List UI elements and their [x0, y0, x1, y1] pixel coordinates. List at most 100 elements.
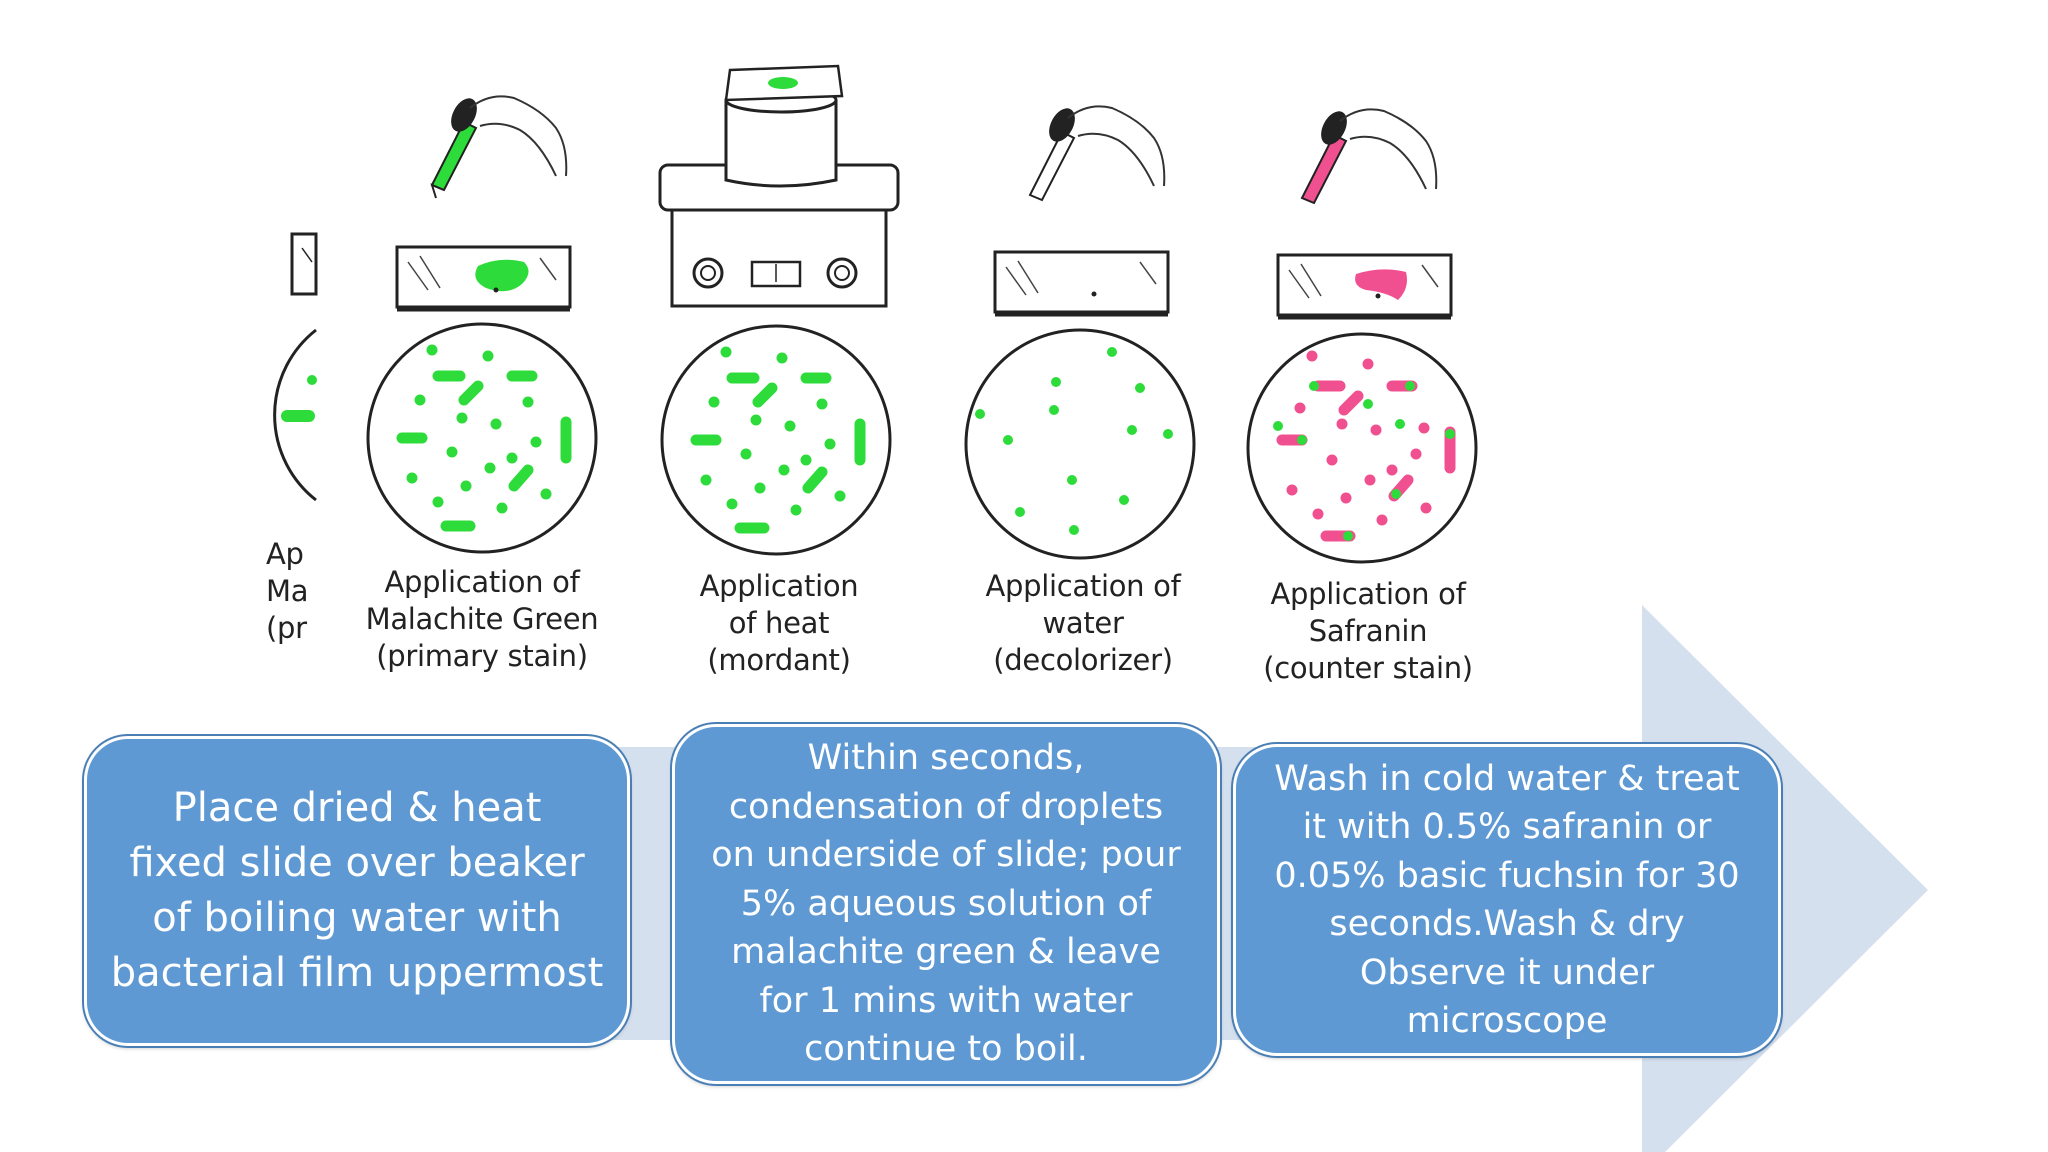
slide-3 — [993, 250, 1170, 317]
dropper-pink — [1300, 108, 1438, 205]
caption-line: (primary stain) — [376, 639, 588, 673]
spore-dot — [1297, 435, 1307, 445]
procedure-box-heat-fix: Place dried & heat fixed slide over beak… — [84, 736, 630, 1046]
spore-dot — [824, 438, 836, 450]
cells-field-1 — [396, 344, 572, 532]
step-caption-water: Application of water (decolorizer) — [972, 568, 1194, 679]
spore-dot — [1051, 377, 1061, 387]
spore-dot — [1405, 381, 1415, 391]
spore-dot — [726, 498, 738, 510]
box-line: of boiling water with — [152, 895, 562, 941]
box-line: microscope — [1406, 1001, 1608, 1041]
spore-dot — [1445, 429, 1455, 439]
cells-field-4 — [1273, 350, 1456, 542]
spore-dot — [540, 488, 552, 500]
spore-dot — [414, 394, 426, 406]
spore-dot — [800, 454, 812, 466]
caption-line: (counter stain) — [1263, 651, 1473, 685]
micro-field-2 — [660, 324, 892, 556]
spore-dot — [1127, 425, 1137, 435]
slide-1 — [395, 245, 572, 312]
spore-dot — [426, 344, 438, 356]
box-line: it with 0.5% safranin or — [1302, 807, 1712, 847]
spore-dot — [816, 398, 828, 410]
spore-dot — [432, 496, 444, 508]
spore-dot — [1364, 474, 1376, 486]
spore-dot — [1003, 435, 1013, 445]
bacillus-rod — [458, 380, 484, 406]
spore-dot — [720, 346, 732, 358]
box-line: for 1 mins with water — [759, 980, 1133, 1021]
spore-dot — [530, 436, 542, 448]
spore-dot — [482, 350, 494, 362]
box-line: malachite green & leave — [731, 932, 1161, 973]
spore-dot — [1107, 347, 1117, 357]
spore-dot — [1370, 424, 1382, 436]
box-line: 5% aqueous solution of — [740, 883, 1152, 924]
spore-dot — [1386, 464, 1398, 476]
step-caption-heat: Application of heat (mordant) — [676, 568, 882, 679]
bacillus-rod — [752, 382, 778, 408]
box-line: Wash in cold water & treat — [1274, 758, 1740, 799]
box-line: fixed slide over beaker — [129, 840, 585, 886]
spore-dot — [1362, 358, 1374, 370]
spore-dot — [754, 482, 766, 494]
caption-line: Application of — [1270, 577, 1466, 611]
spore-dot — [784, 420, 796, 432]
step-caption-malachite-green: Application of Malachite Green (primary … — [362, 564, 602, 675]
box-line: condensation of droplets — [728, 786, 1164, 827]
caption-line: Application of — [384, 565, 580, 599]
spore-dot — [1376, 514, 1388, 526]
spore-dot — [708, 396, 720, 408]
micro-field-4 — [1246, 332, 1478, 564]
box-line: Within seconds, — [807, 738, 1085, 779]
partial-caption-line: Ma — [266, 574, 309, 608]
hot-plate-with-beaker — [658, 64, 900, 308]
partial-panel — [273, 232, 318, 502]
spore-dot — [776, 352, 788, 364]
cells-field-3 — [975, 347, 1173, 535]
box-line: Place dried & heat — [172, 785, 542, 831]
box-line: seconds.Wash & dry — [1329, 904, 1685, 944]
spore-dot — [1294, 402, 1306, 414]
spore-dot — [460, 480, 472, 492]
caption-line: water — [1042, 606, 1124, 640]
procedure-box-safranin: Wash in cold water & treat it with 0.5% … — [1233, 744, 1781, 1056]
bacillus-rod — [802, 466, 828, 494]
spore-dot — [1015, 507, 1025, 517]
spore-dot — [1410, 448, 1422, 460]
spore-dot — [1069, 525, 1079, 535]
spore-dot — [1395, 419, 1405, 429]
spore-dot — [1418, 422, 1430, 434]
spore-dot — [790, 504, 802, 516]
partial-caption-line: (pr — [266, 611, 307, 645]
spore-dot — [740, 448, 752, 460]
caption-line: (mordant) — [707, 643, 851, 677]
cells-field-2 — [690, 346, 866, 534]
spore-dot — [750, 414, 762, 426]
box-line: 0.05% basic fuchsin for 30 — [1274, 855, 1740, 896]
caption-line: Application — [699, 569, 859, 603]
spore-dot — [1067, 475, 1077, 485]
spore-dot — [778, 464, 790, 476]
box-line: bacterial film uppermost — [110, 950, 604, 996]
spore-dot — [1049, 405, 1059, 415]
spore-dot — [1363, 399, 1373, 409]
spore-dot — [1312, 508, 1324, 520]
dropper-clear — [1028, 105, 1166, 202]
spore-dot — [1340, 492, 1352, 504]
spore-dot — [456, 412, 468, 424]
box-line: Observe it under — [1359, 952, 1655, 993]
spore-dot — [1420, 502, 1432, 514]
spore-dot — [406, 472, 418, 484]
spore-dot — [1286, 484, 1298, 496]
spore-dot — [1309, 381, 1319, 391]
spore-dot — [1163, 429, 1173, 439]
spore-dot — [496, 502, 508, 514]
spore-dot — [1273, 421, 1283, 431]
caption-line: Application of — [985, 569, 1181, 603]
spore-dot — [1326, 454, 1338, 466]
bacillus-rod — [508, 464, 534, 492]
procedure-box-malachite-green: Within seconds, condensation of droplets… — [672, 724, 1220, 1084]
micro-field-1 — [366, 322, 598, 554]
